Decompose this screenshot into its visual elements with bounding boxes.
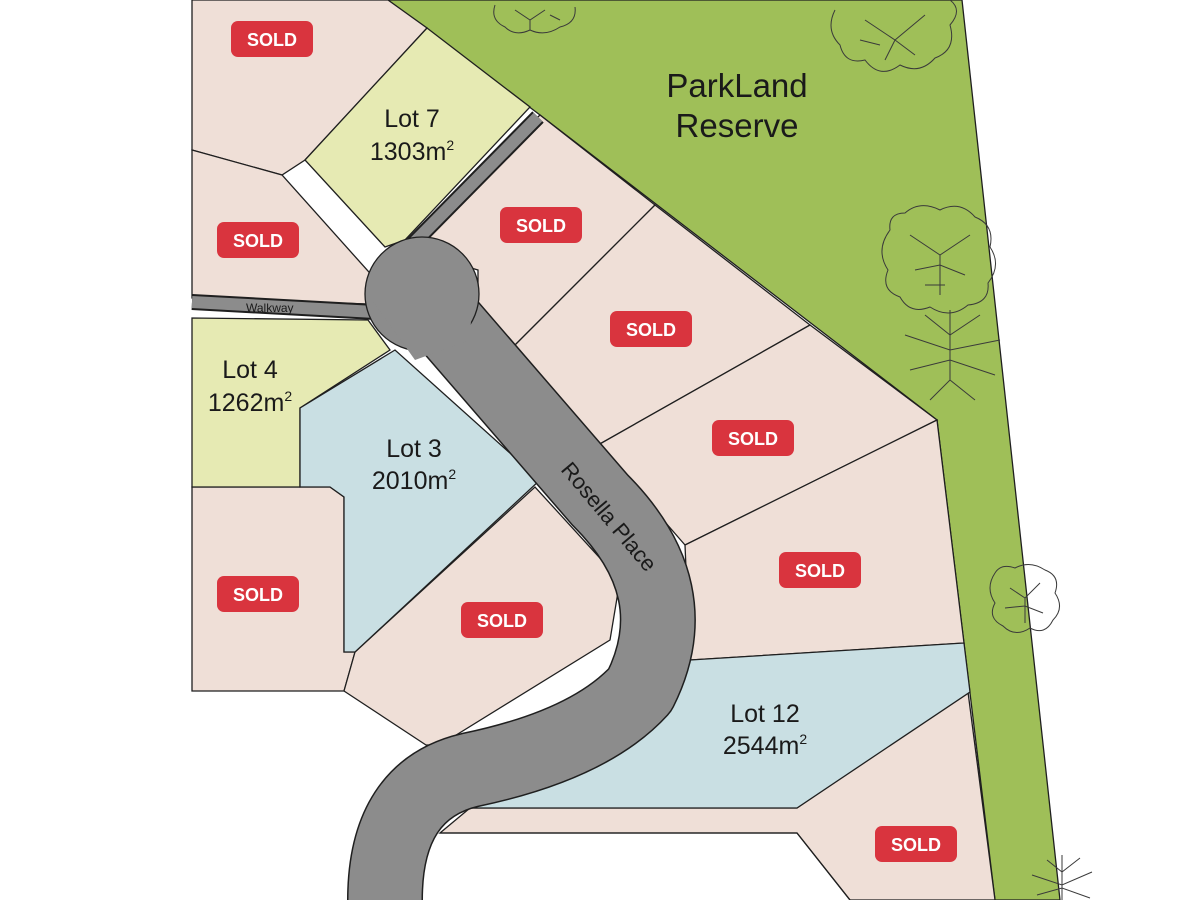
lot-12-name: Lot 12 xyxy=(730,700,800,728)
lot-7-name: Lot 7 xyxy=(384,105,440,133)
lot-3-name: Lot 3 xyxy=(386,435,442,463)
sold-badge: SOLD xyxy=(217,576,299,612)
cul-de-sac-joint xyxy=(372,300,472,360)
sold-badge-label: SOLD xyxy=(477,611,527,631)
sold-badge: SOLD xyxy=(875,826,957,862)
lot-4-name: Lot 4 xyxy=(222,356,278,384)
sold-badge: SOLD xyxy=(500,207,582,243)
lot-3-area: 2010m2 xyxy=(372,466,456,495)
tree-icon xyxy=(493,4,576,34)
sold-badge-label: SOLD xyxy=(626,320,676,340)
park-label-line2: Reserve xyxy=(676,107,799,144)
park-label-line1: ParkLand xyxy=(666,67,807,104)
lot-7-area: 1303m2 xyxy=(370,137,454,166)
sold-badge: SOLD xyxy=(231,21,313,57)
walkway-label: Walkway xyxy=(246,301,294,315)
sold-badge-label: SOLD xyxy=(516,216,566,236)
sold-badge-label: SOLD xyxy=(233,231,283,251)
lot-12-area: 2544m2 xyxy=(723,731,807,760)
lot-4-area: 1262m2 xyxy=(208,388,292,417)
lot-12-area-value: 2544m xyxy=(723,732,799,760)
lot-3-area-value: 2010m xyxy=(372,467,448,495)
tree-icon xyxy=(830,0,957,72)
lot-3[interactable] xyxy=(299,349,541,653)
lot-7-area-value: 1303m xyxy=(370,138,446,166)
sold-badge: SOLD xyxy=(712,420,794,456)
rosella-place[interactable] xyxy=(348,270,695,900)
lot-4-area-value: 1262m xyxy=(208,389,284,417)
lot-3-area-sup: 2 xyxy=(448,466,456,482)
sold-badge: SOLD xyxy=(461,602,543,638)
walkway-left[interactable] xyxy=(191,296,376,318)
sold-badge: SOLD xyxy=(217,222,299,258)
sold-badge-label: SOLD xyxy=(795,561,845,581)
lot-12-area-sup: 2 xyxy=(799,731,807,747)
lot-4-area-sup: 2 xyxy=(284,388,292,404)
sold-badge: SOLD xyxy=(610,311,692,347)
lot-7-area-sup: 2 xyxy=(446,137,454,153)
sold-badge-label: SOLD xyxy=(247,30,297,50)
tree-icon xyxy=(989,564,1060,633)
sold-badge-label: SOLD xyxy=(233,585,283,605)
tree-icon xyxy=(881,205,996,314)
boundary-bottom xyxy=(440,832,851,900)
sold-badge: SOLD xyxy=(779,552,861,588)
sold-badge-label: SOLD xyxy=(891,835,941,855)
tree-icon xyxy=(904,310,1001,401)
sold-badge-label: SOLD xyxy=(728,429,778,449)
tree-icon xyxy=(1031,855,1093,900)
